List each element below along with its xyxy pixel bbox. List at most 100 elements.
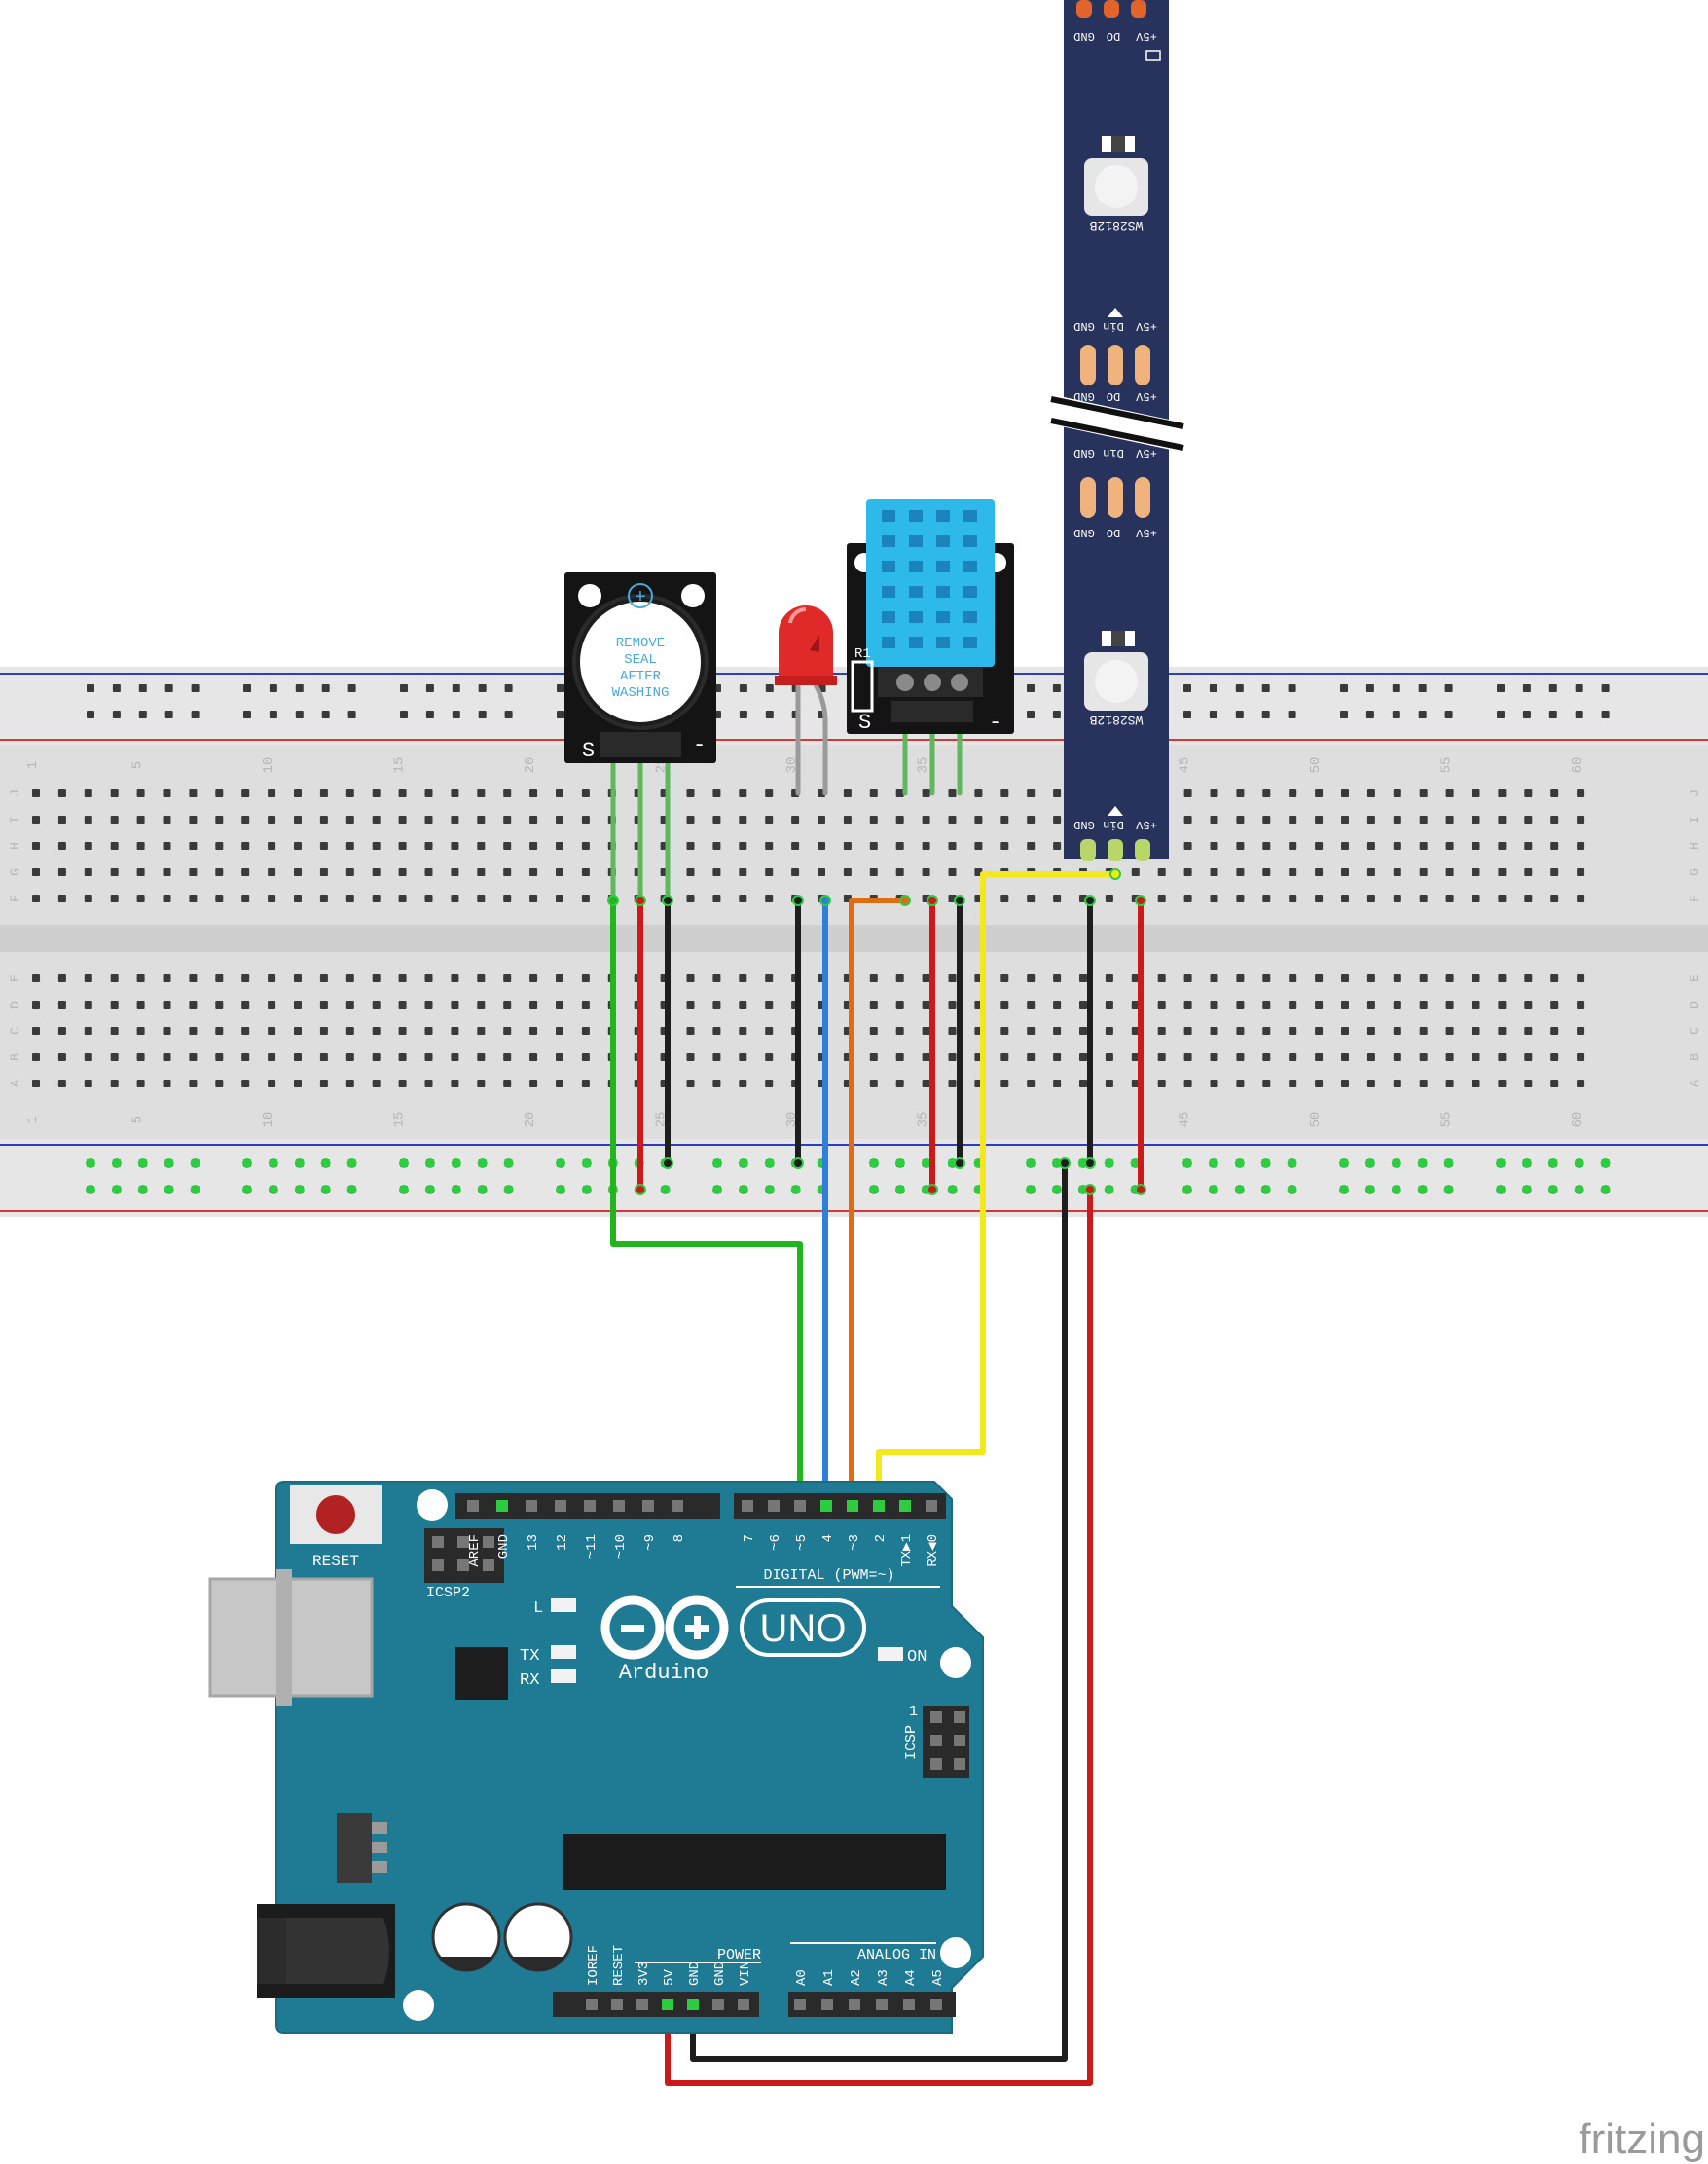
arduino-board [275,1481,984,2034]
breadboard-hole [503,1001,512,1009]
breadboard-hole [529,1027,538,1035]
breadboard-hole [843,842,852,850]
breadboard-hole [372,868,381,876]
dht-r-label: R1 [854,646,871,662]
strip-pin-gnd-label: GND [1073,818,1095,831]
breadboard-hole [1419,974,1428,982]
breadboard-hole [1262,1053,1271,1061]
breadboard-hole [581,1053,590,1061]
logo-uno-frame [740,1598,866,1657]
breadboard-hole [32,868,40,876]
rail-hole [1444,684,1453,692]
breadboard-hole [163,868,171,876]
buzzer-module: + REMOVE SEAL AFTER WASHING S - [564,572,716,763]
breadboard-hole [477,895,486,902]
breadboard-hole [57,974,66,982]
breadboard-hole [1419,895,1428,902]
wire-end [1059,1157,1071,1169]
logo-infinity-left [600,1595,665,1660]
breadboard-hole [765,789,774,797]
buzzer-text-line: WASHING [612,685,670,701]
buzzer-pin-minus-label: - [693,733,706,757]
breadboard-hole [1550,868,1559,876]
breadboard-hole [1341,1001,1349,1009]
strip-smd-cap-body [1111,631,1125,646]
breadboard-hole [765,1053,774,1061]
breadboard-hole [1131,1080,1140,1087]
header-pin [794,1999,806,2010]
rail-hole-connected [581,1158,592,1168]
breadboard-hole [581,1001,590,1009]
breadboard-hole [765,1027,774,1035]
digital-pin-label: AREF [467,1534,483,1567]
breadboard-hole [84,842,92,850]
rail-hole [1548,711,1557,718]
header-pin [954,1735,965,1746]
breadboard-hole [398,1001,407,1009]
breadboard-hole [869,868,878,876]
dht-vent [936,535,950,547]
wire-end [1135,1184,1146,1195]
header-pin [611,1999,623,2010]
breadboard-hole [451,842,459,850]
header-pin [526,1500,537,1512]
breadboard-hole [57,816,66,824]
breadboard-hole [1498,1053,1507,1061]
breadboard-hole [477,1027,486,1035]
header-pin [742,1500,753,1512]
breadboard-hole [1341,789,1349,797]
strip-break-line [1050,418,1184,451]
buzzer-text-line: SEAL [624,652,657,668]
header-pin [930,1999,942,2010]
rail-hole-connected [1260,1158,1271,1168]
breadboard-hole [556,842,563,850]
header-pin [662,1999,673,2010]
row-letter: C [8,1027,22,1035]
breadboard-hole [739,1027,747,1035]
strip-pad [1135,477,1150,518]
breadboard-hole [1577,1027,1585,1035]
breadboard-hole [57,1080,66,1087]
header-pin [794,1500,806,1512]
breadboard-hole [268,1001,276,1009]
breadboard-hole [1000,1027,1009,1035]
row-letter: A [8,1080,22,1087]
buzzer-mount-hole [681,584,705,607]
breadboard-hole [1577,895,1585,902]
breadboard-hole [1053,1053,1062,1061]
breadboard-hole [791,868,800,876]
column-number: 45 [1178,1112,1193,1128]
breadboard-hole [84,868,92,876]
rail-hole-connected [242,1158,252,1168]
breadboard-hole [372,1001,381,1009]
column-number: 60 [1570,757,1585,774]
wire-end [607,895,619,906]
buzzer-text-line: REMOVE [616,636,665,651]
breadboard-hole [1053,1080,1062,1087]
breadboard-hole [1419,1001,1428,1009]
breadboard-hole [1157,1001,1166,1009]
row-letter: I [8,816,22,824]
breadboard-hole [581,816,590,824]
breadboard-hole [712,974,721,982]
wire-end [927,895,938,906]
breadboard-hole [1000,816,1009,824]
strip-pad [1080,839,1096,861]
header-pin [483,1559,494,1571]
breadboard-hole [1315,816,1324,824]
breadboard-hole [163,1001,171,1009]
breadboard-hole [739,1080,747,1087]
breadboard-hole [294,1027,302,1035]
rail-hole-connected [346,1185,357,1194]
rail-hole [1209,684,1217,692]
row-letter: E [1688,974,1702,982]
breadboard-hole [1472,868,1480,876]
rail-hole [1261,684,1270,692]
row-letter: F [8,895,22,902]
breadboard-hole [739,974,747,982]
breadboard-hole [1289,1080,1297,1087]
breadboard-hole [1079,1027,1087,1035]
breadboard-hole [1577,816,1585,824]
reset-button-cap[interactable] [316,1495,355,1534]
